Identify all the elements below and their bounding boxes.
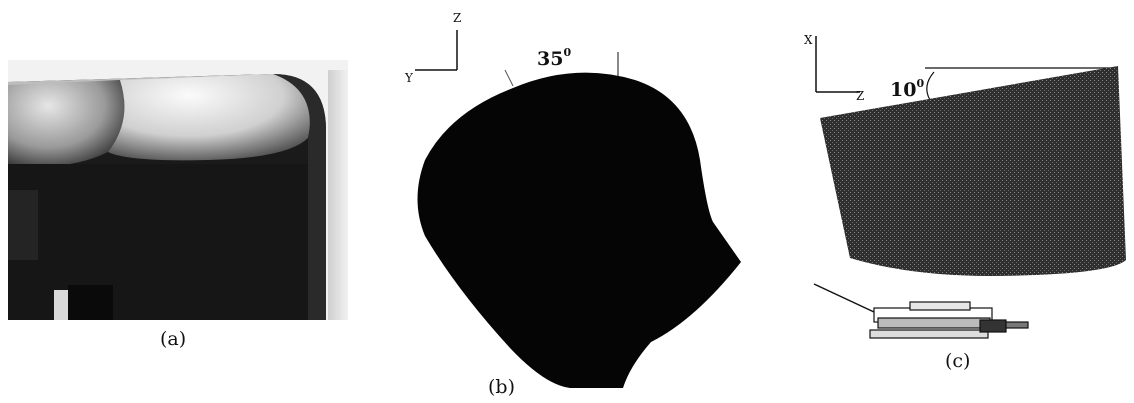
panel-b-figure: Z Y 350: [404, 11, 741, 389]
panel-b-axis-z-label: Z: [453, 11, 461, 25]
panel-a-photo: [8, 60, 348, 320]
panel-b-axis-y-label: Y: [404, 71, 414, 85]
panel-c-axis-z-label: Z: [856, 89, 864, 103]
panel-b-silhouette: [417, 72, 741, 389]
panel-a-caption: (a): [160, 328, 187, 350]
panel-b-caption: (b): [488, 376, 515, 398]
panel-b-axes: Z Y: [404, 11, 461, 85]
panel-c-device-sketch: [813, 283, 1029, 339]
panel-c-axes: X Z: [804, 33, 864, 103]
panel-c-caption: (c): [945, 350, 971, 372]
panel-b-angle-label: 350: [537, 46, 571, 70]
panel-c-figure: X Z 100: [804, 33, 1126, 339]
panel-c-angle-label: 100: [890, 77, 924, 101]
panel-c-stippled-block: [820, 66, 1126, 276]
panel-c-axis-x-label: X: [804, 33, 813, 47]
